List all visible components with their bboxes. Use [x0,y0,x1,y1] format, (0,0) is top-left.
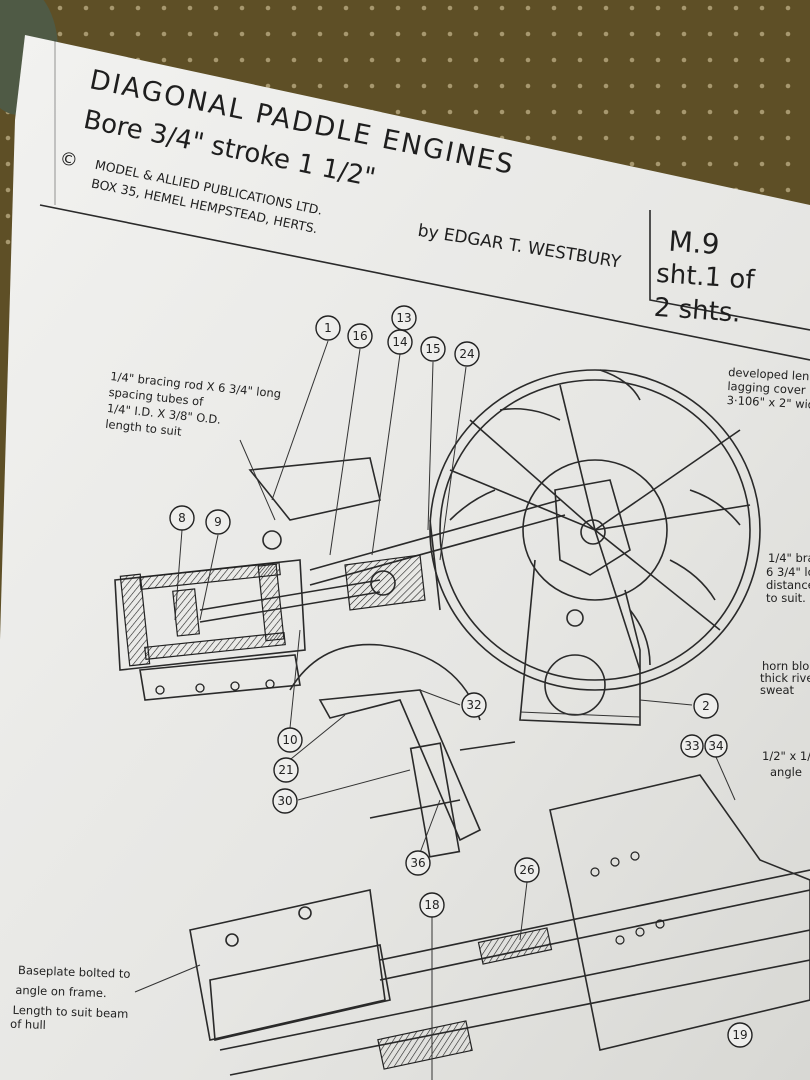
svg-text:Baseplate bolted to: Baseplate bolted to [18,963,131,981]
part-balloon-36: 36 [405,850,431,876]
svg-text:33: 33 [684,739,699,753]
copyright-symbol: © [58,148,80,172]
part-balloon-14: 14 [387,329,413,355]
svg-text:21: 21 [278,763,293,777]
svg-text:6 3/4" long: 6 3/4" long [766,565,810,579]
svg-text:36: 36 [410,856,425,870]
part-balloon-16: 16 [347,323,373,349]
svg-text:16: 16 [352,329,367,343]
svg-text:angle: angle [770,765,802,779]
svg-text:9: 9 [214,515,222,529]
sheet-box [649,210,810,331]
part-balloon-30: 30 [272,788,298,814]
svg-text:14: 14 [392,335,407,349]
svg-text:to suit.: to suit. [766,591,806,605]
part-balloon-19: 19 [727,1022,753,1048]
note-angle: 1/2" x 1/2" x 1/16" angle [762,749,810,779]
part-balloon-21: 21 [273,757,299,783]
part-balloon-1: 1 [315,315,341,341]
svg-text:34: 34 [708,739,723,753]
paddle-wheel [429,369,761,691]
svg-text:10: 10 [282,733,297,747]
frame-plate [519,559,641,726]
svg-text:3·106" x 2" wide.: 3·106" x 2" wide. [726,393,810,412]
part-balloon-18: 18 [419,892,445,918]
svg-text:of hull: of hull [10,1017,46,1032]
svg-text:26: 26 [519,863,534,877]
part-balloon-13: 13 [391,305,417,331]
svg-text:Length to suit beam: Length to suit beam [12,1003,128,1021]
cylinder-assembly [114,457,566,701]
svg-text:24: 24 [459,347,474,361]
svg-text:8: 8 [178,511,186,525]
svg-text:angle on frame.: angle on frame. [15,983,107,1000]
part-balloon-26: 26 [514,857,540,883]
svg-text:lagging cover: lagging cover [727,379,806,397]
header-divider [39,204,810,361]
part-balloon-24: 24 [454,341,480,367]
part-balloon-2: 2 [693,693,719,719]
svg-text:19: 19 [732,1028,747,1042]
sheet-total: 2 shts. [653,293,742,329]
base-frame [189,774,810,1076]
svg-text:1: 1 [324,321,332,335]
svg-text:1/2" x 1/2" x 1/16": 1/2" x 1/2" x 1/16" [762,749,810,763]
note-horn-block: horn blo thick rive sweat [760,659,810,697]
part-balloon-34: 34 [704,734,728,758]
svg-text:horn blo: horn blo [762,659,809,673]
sheet-number: sht.1 of [655,259,756,296]
part-balloon-33: 33 [680,734,704,758]
svg-text:30: 30 [277,794,292,808]
svg-text:32: 32 [466,698,481,712]
svg-text:distance: distance [766,578,810,592]
part-balloon-32: 32 [461,692,487,718]
svg-text:thick rive: thick rive [760,671,810,685]
part-balloon-8: 8 [169,505,195,531]
note-bracing-right: 1/4" braci 6 3/4" long distance to suit. [766,551,810,605]
part-balloon-9: 9 [205,509,231,535]
sheet-code: M.9 [667,225,720,261]
svg-text:15: 15 [425,342,440,356]
svg-text:18: 18 [424,898,439,912]
svg-text:developed leng: developed leng [728,365,810,384]
part-balloon-10: 10 [277,727,303,753]
leader-lines [174,340,736,1080]
svg-text:1/4" braci: 1/4" braci [768,551,810,565]
note-lagging: developed leng lagging cover 3·106" x 2"… [726,365,810,412]
svg-text:13: 13 [396,311,411,325]
note-baseplate: Baseplate bolted to angle on frame. Leng… [10,963,131,1032]
part-balloons: 1 16 13 14 15 24 8 9 10 21 30 32 36 2 33… [169,305,753,1048]
part-balloon-15: 15 [420,336,446,362]
svg-text:2: 2 [702,699,710,713]
svg-text:sweat: sweat [760,683,795,697]
